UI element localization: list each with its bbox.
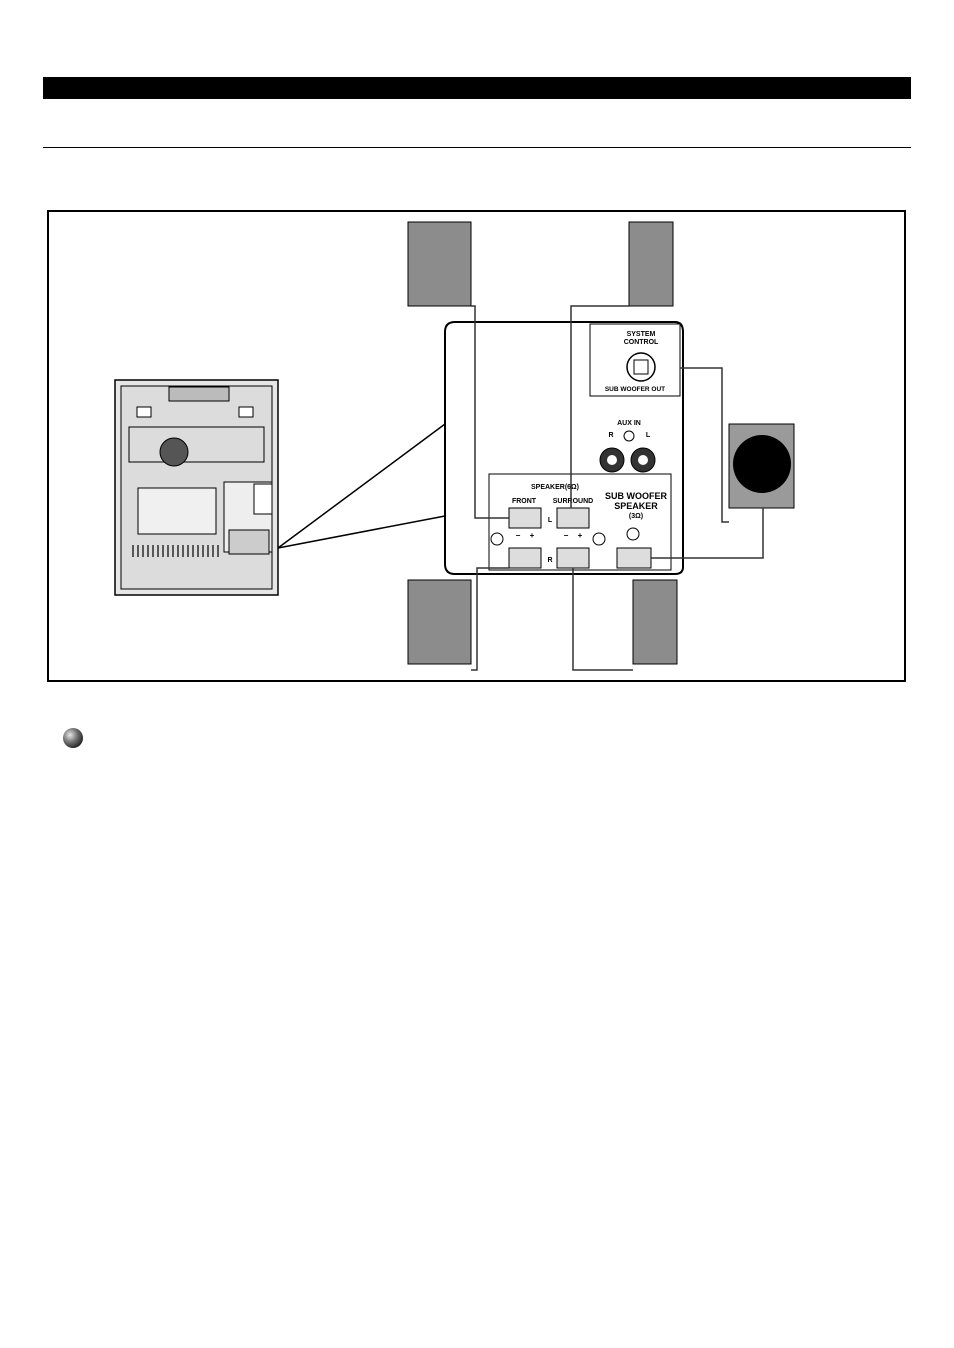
zoom-lines bbox=[278, 424, 445, 548]
sub-woofer-out-label: SUB WOOFER OUT bbox=[605, 386, 665, 393]
sub-ohm-label: (3Ω) bbox=[629, 513, 643, 520]
front-label: FRONT bbox=[512, 498, 537, 505]
surround-right-speaker bbox=[633, 580, 677, 664]
ch-l-label: L bbox=[548, 517, 553, 524]
aux-in-label: AUX IN bbox=[617, 420, 641, 427]
main-unit-rear bbox=[115, 380, 278, 595]
aux-l-label: L bbox=[646, 432, 651, 439]
header-bar bbox=[43, 77, 911, 99]
rear-panel: SYSTEM CONTROL SUB WOOFER OUT AUX IN R L… bbox=[445, 322, 683, 574]
front-left-speaker bbox=[408, 222, 471, 306]
front-plus-label: + bbox=[530, 531, 535, 540]
surround-left-speaker bbox=[629, 222, 673, 306]
sub-woofer-label: SUB WOOFER bbox=[605, 491, 667, 501]
front-r-terminal[interactable] bbox=[509, 548, 541, 568]
system-control-label-2: CONTROL bbox=[624, 339, 659, 346]
front-l-terminal[interactable] bbox=[509, 508, 541, 528]
round-bullet-icon bbox=[62, 727, 84, 749]
speaker-connection-diagram: SYSTEM CONTROL SUB WOOFER OUT AUX IN R L… bbox=[47, 210, 906, 682]
front-right-speaker bbox=[408, 580, 471, 664]
surround-r-terminal[interactable] bbox=[557, 548, 589, 568]
system-control-label: SYSTEM bbox=[627, 331, 656, 338]
speaker-label: SPEAKER bbox=[614, 501, 658, 511]
system-control-jack[interactable] bbox=[627, 353, 655, 381]
surround-minus-label: − bbox=[564, 531, 569, 540]
surround-l-terminal[interactable] bbox=[557, 508, 589, 528]
surround-plus-label: + bbox=[578, 531, 583, 540]
speaker-heading-label: SPEAKER(6Ω) bbox=[531, 484, 579, 491]
ch-r-label: R bbox=[547, 557, 552, 564]
aux-r-label: R bbox=[608, 432, 613, 439]
header-rule bbox=[43, 147, 911, 148]
diagram-svg: SYSTEM CONTROL SUB WOOFER OUT AUX IN R L… bbox=[49, 212, 908, 684]
sub-woofer-terminal[interactable] bbox=[617, 548, 651, 568]
surround-label: SURROUND bbox=[553, 498, 593, 505]
front-minus-label: − bbox=[516, 531, 521, 540]
subwoofer-cone bbox=[733, 435, 791, 493]
